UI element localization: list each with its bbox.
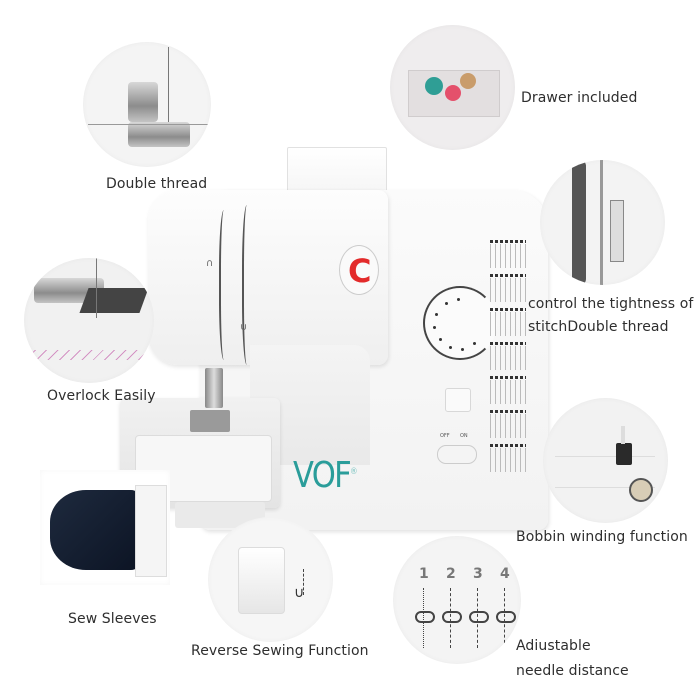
winder-track-image <box>555 456 655 488</box>
stitch-pattern-chart <box>490 240 526 500</box>
red-c-marker: C <box>348 252 372 290</box>
needle-slot-icon <box>496 611 516 623</box>
drawer-image <box>408 70 500 117</box>
face-plate-seam <box>242 205 254 365</box>
overlock-photo <box>24 258 154 383</box>
presser-foot <box>205 368 223 408</box>
tension-groove-image <box>572 160 586 285</box>
needle-image <box>168 47 169 122</box>
feed-plate-image <box>79 288 149 313</box>
bobbin-winder-photo <box>543 398 668 523</box>
foot-plate-image <box>128 122 190 147</box>
feature-label-bobbin: Bobbin winding function <box>516 529 688 545</box>
tension-seam-image <box>600 160 603 285</box>
free-arm-image <box>135 485 167 577</box>
thread-path-icon: ∩ <box>206 258 214 269</box>
reverse-lever-photo: ∪ <box>208 517 333 642</box>
denim-sleeve-image <box>50 490 140 570</box>
switch-on-label: ON <box>460 433 468 439</box>
feature-label-reverse: Reverse Sewing Function <box>191 643 369 659</box>
bobbin-image <box>629 478 653 502</box>
winder-spindle-image <box>621 426 625 444</box>
needle-line-4 <box>504 588 505 648</box>
needle-slot-icon <box>415 611 435 623</box>
needle-line-3 <box>477 588 478 648</box>
feature-label-tension-line2: stitchDouble thread <box>528 319 669 335</box>
needle-position-4: 4 <box>500 566 510 582</box>
thread-guide-groove <box>219 210 231 360</box>
feature-label-needle-line1: Adiustable <box>516 638 591 654</box>
reverse-hook-icon: ∪ <box>294 585 305 601</box>
double-thread-photo <box>83 42 211 167</box>
accessory-box <box>135 435 272 502</box>
needle-slot-icon <box>442 611 462 623</box>
feature-label-double-thread: Double thread <box>106 176 208 192</box>
zigzag-stitch-image <box>29 350 149 360</box>
feature-label-sleeves: Sew Sleeves <box>68 611 157 627</box>
reverse-lever-image <box>238 547 285 614</box>
stitch-selector-dial[interactable] <box>423 286 497 360</box>
spool-pin-image <box>616 443 632 465</box>
sew-sleeves-photo <box>40 470 170 585</box>
needle-image <box>96 258 97 318</box>
switch-off-label: OFF <box>440 433 450 439</box>
spool-teal-image <box>425 77 443 95</box>
needle-position-3: 3 <box>473 566 483 582</box>
feature-label-overlock: Overlock Easily <box>47 388 156 404</box>
pattern-selector-dial[interactable] <box>339 245 379 295</box>
feature-label-tension-line1: control the tightness of <box>528 296 694 312</box>
thread-line-image <box>88 124 208 125</box>
feature-label-needle-line2: needle distance <box>516 663 629 679</box>
spool-red-image <box>445 85 461 101</box>
needle-plate <box>190 410 230 432</box>
needle-position-photo: 1 2 3 4 <box>393 536 521 664</box>
reverse-lever[interactable] <box>445 388 471 412</box>
needle-line-2 <box>450 588 451 648</box>
reverse-stitch-icon <box>303 569 305 595</box>
power-switch[interactable] <box>437 445 477 464</box>
tension-dial-photo <box>540 160 665 285</box>
needle-position-2: 2 <box>446 566 456 582</box>
needle-line-1 <box>423 588 424 648</box>
needle-position-1: 1 <box>419 566 429 582</box>
needle-slot-icon <box>469 611 489 623</box>
tension-wheel-image <box>610 200 624 262</box>
thread-path-icon: ∪ <box>240 322 248 333</box>
spool-tan-image <box>460 73 476 89</box>
feature-label-drawer: Drawer included <box>521 90 638 106</box>
drawer-photo <box>390 25 515 150</box>
brand-logo: VOF® <box>293 455 358 496</box>
presser-foot-image <box>128 82 158 122</box>
